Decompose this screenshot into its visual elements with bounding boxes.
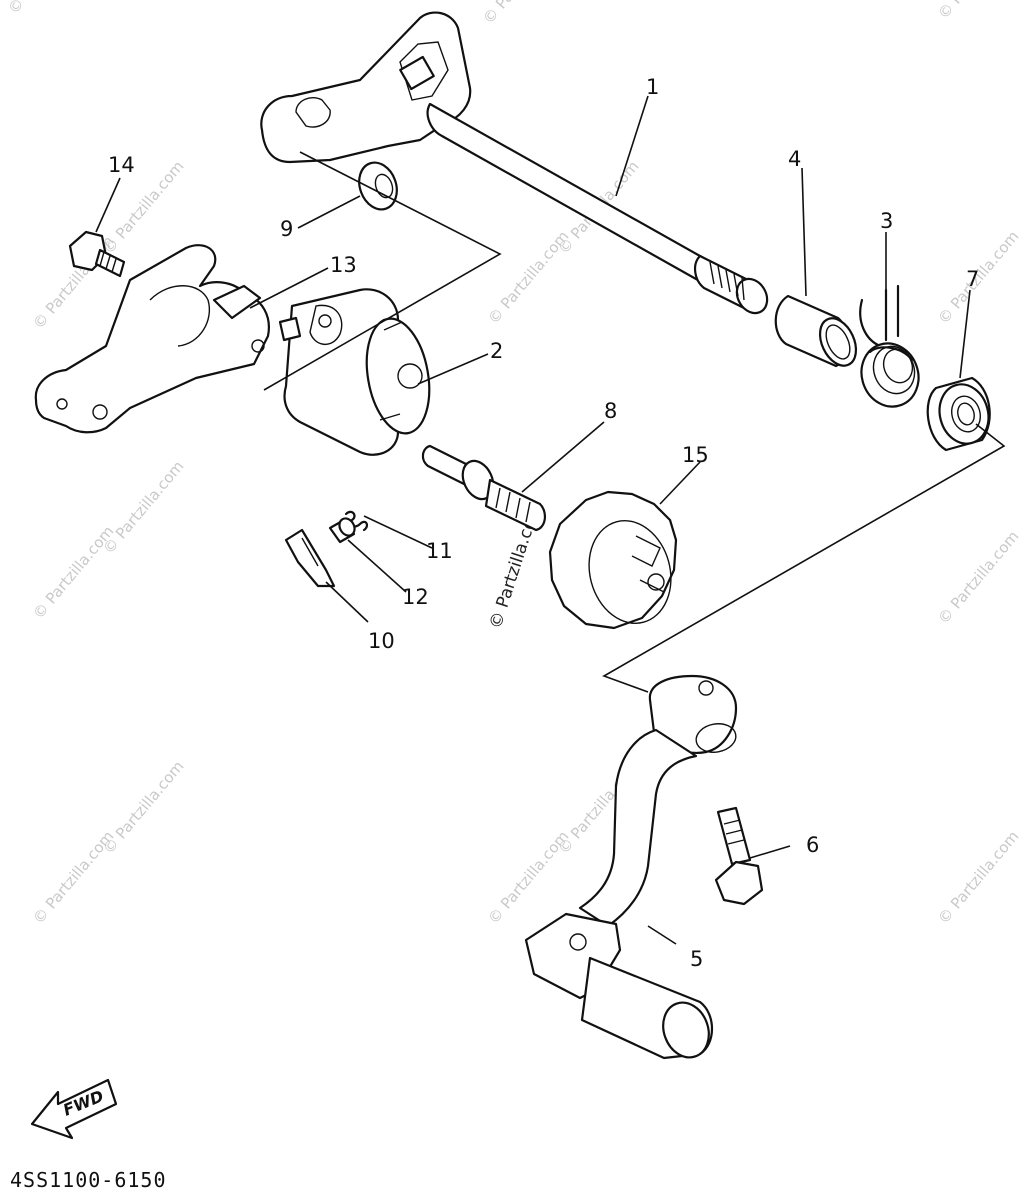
callout-1: 1 [646, 75, 659, 99]
callout-7: 7 [966, 267, 979, 291]
callout-2: 2 [490, 339, 503, 363]
part-15-stopper-star [548, 490, 678, 630]
diagram-reference-code: 4SS1100-6150 [10, 1168, 167, 1192]
part-2-segment [278, 288, 431, 456]
callout-5: 5 [690, 947, 703, 971]
callout-11: 11 [426, 539, 453, 563]
watermark-text: © Partzilla.com [934, 527, 1022, 627]
callout-9: 9 [280, 217, 293, 241]
part-3-spring [859, 284, 920, 408]
part-10-stopper [284, 528, 336, 588]
part-8-pivot-bolt [421, 444, 546, 532]
part-5-shift-pedal [524, 674, 738, 1060]
callout-4: 4 [788, 147, 801, 171]
watermark-text: © Partzilla.com [934, 0, 1022, 23]
watermark-text: © Partzilla.com [99, 457, 187, 557]
part-13-plate [34, 244, 270, 434]
watermark-text: © Partzilla.com [4, 0, 92, 18]
part-14-bolt [68, 230, 126, 278]
watermark-text: © Partzilla.com [479, 0, 567, 28]
callout-10: 10 [368, 629, 395, 653]
part-4-collar [774, 294, 858, 368]
callout-labels: 1 2 3 4 5 6 7 8 9 10 11 12 13 14 15 [108, 75, 979, 971]
part-9-washer [358, 161, 398, 211]
callout-13: 13 [330, 253, 357, 277]
callout-8: 8 [604, 399, 617, 423]
part-7-oil-seal [926, 376, 991, 452]
callout-12: 12 [402, 585, 429, 609]
callout-6: 6 [806, 833, 819, 857]
watermark-text: © Partzilla.com [934, 827, 1022, 927]
part-1-shift-shaft [260, 11, 769, 315]
leader-lines [95, 95, 1006, 945]
watermarks: © Partzilla.com © Partzilla.com © Partzi… [4, 0, 1022, 928]
watermark-text: © Partzilla.com [99, 757, 187, 857]
callout-15: 15 [682, 443, 709, 467]
callout-3: 3 [880, 209, 893, 233]
part-12-pin [328, 517, 356, 544]
fwd-arrow-icon: FWD [30, 1078, 118, 1140]
part-6-bolt [714, 806, 764, 906]
watermark-text: © Partzilla.com [29, 522, 117, 622]
callout-14: 14 [108, 153, 135, 177]
